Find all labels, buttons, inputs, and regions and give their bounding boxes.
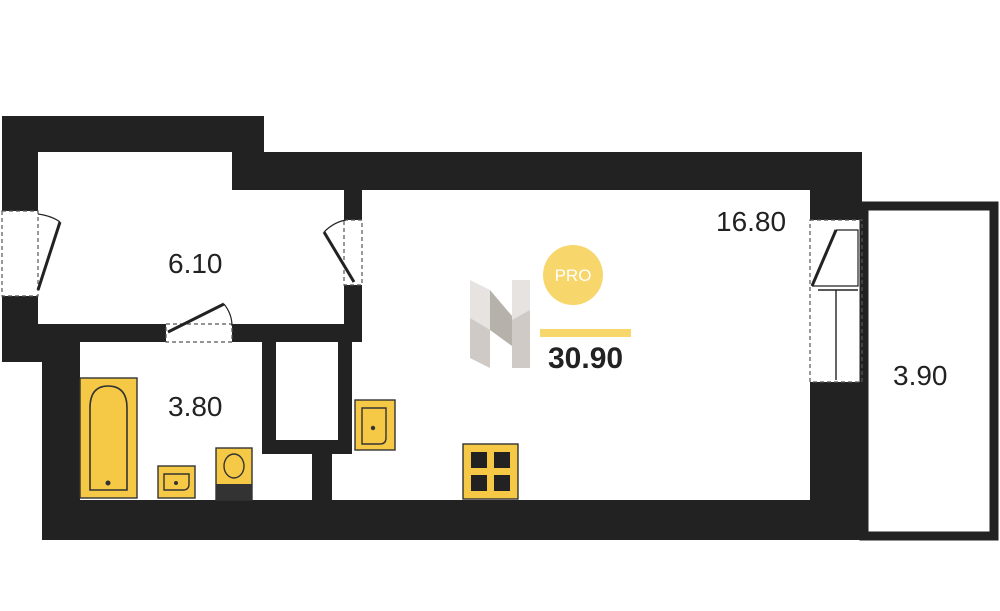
balcony-outline (859, 201, 999, 541)
bathtub-drain-icon (105, 480, 111, 486)
wall-closet-bottom (262, 440, 352, 454)
stove-burner-2 (494, 452, 510, 468)
wall-hall-bottom-right (232, 324, 362, 342)
kitchen-sink-drain (370, 425, 376, 431)
partition-door-swing (323, 219, 347, 233)
wall-bottom (42, 500, 862, 540)
wall-right-lower (810, 382, 862, 540)
bathroom-area-label: 3.80 (168, 391, 223, 422)
doors (36, 213, 859, 380)
hall-door-swing (223, 303, 233, 327)
total-area-label: 30.90 (548, 342, 623, 375)
balcony-door-icon (810, 229, 838, 287)
wall-partition-lower (344, 285, 362, 342)
logo-right-bar-shade (512, 310, 530, 368)
logo-diagonal (490, 290, 512, 346)
stove-burner-1 (471, 452, 487, 468)
fixtures (79, 377, 519, 501)
wall-partition-upper (344, 190, 362, 220)
partition-door-icon (322, 231, 356, 283)
total-area-underline (540, 329, 631, 337)
entrance-door-icon (36, 221, 62, 291)
wall-top-left (2, 116, 264, 152)
balcony-area-label: 3.90 (893, 360, 948, 391)
stove-burner-3 (471, 475, 487, 491)
wall-right-upper (810, 152, 862, 220)
studio-area-label: 16.80 (716, 206, 786, 237)
wall-left-upper (2, 116, 38, 211)
wall-closet-left (262, 340, 276, 452)
hallway-area-label: 6.10 (168, 248, 223, 279)
wall-bath-studio (312, 454, 332, 504)
bathtub-basin (89, 385, 128, 491)
bath-sink-drain (174, 481, 178, 485)
logo-left-bar-shade (470, 318, 490, 368)
wall-closet-right (338, 340, 352, 454)
balcony-door-opening (809, 219, 863, 383)
pro-badge-label: PRO (555, 266, 592, 285)
stove-burner-4 (494, 475, 510, 491)
kitchen-sink-bowl (361, 407, 387, 445)
wall-top-main (232, 152, 862, 190)
toilet-bowl (223, 453, 245, 479)
balcony-frame (859, 201, 999, 541)
toilet-tank (216, 484, 252, 500)
openings (1, 210, 863, 383)
walls (2, 116, 862, 540)
left-window-opening (1, 210, 39, 297)
entrance-door-swing (37, 213, 61, 223)
wall-hall-bottom-left (38, 324, 166, 342)
brand-logo-icon (470, 280, 530, 368)
hall-door-icon (167, 302, 225, 334)
partition-door-opening (343, 219, 363, 286)
balcony-door-swing (812, 229, 859, 287)
pro-badge (543, 245, 603, 305)
